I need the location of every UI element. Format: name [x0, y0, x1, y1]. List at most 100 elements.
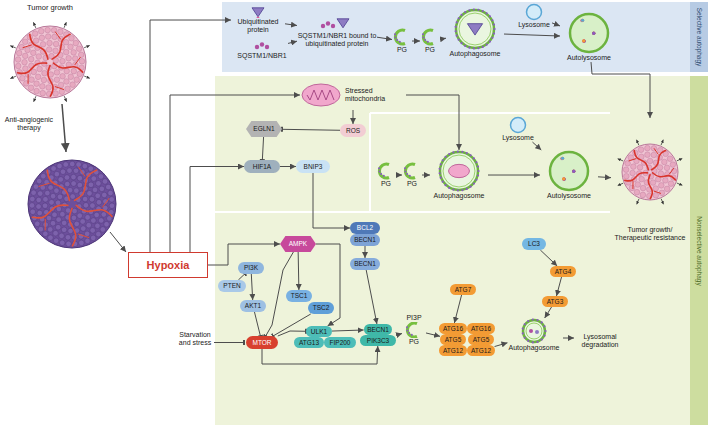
label-holder: Lysosomal degradation: [576, 333, 624, 349]
node-text: Tumor growth/ Therapeutic resistance: [611, 226, 689, 242]
node-text: AKT1: [245, 302, 261, 309]
pg-icon: [376, 162, 396, 180]
autolysosome: Autolysosome: [540, 150, 598, 200]
arrow-connector: [366, 270, 377, 324]
arrow-connector: [532, 142, 541, 150]
node-text: ATG12: [471, 347, 491, 354]
node-text: ROS: [346, 127, 360, 134]
node-text: Autolysosome: [547, 192, 591, 200]
node-text: ATG5: [445, 336, 462, 343]
auto-icon: [430, 150, 488, 192]
tri-icon: [232, 6, 284, 18]
autophagosome: Autophagosome: [430, 150, 488, 200]
node-text: SQSTM1/NBR1 bound to ubiquitinated prote…: [297, 32, 377, 48]
node-text: ATG7: [455, 286, 472, 293]
arrow-connector: [377, 37, 392, 39]
node-text: ATG13: [299, 339, 319, 346]
lysosome: Lysosome: [500, 116, 536, 142]
node-text: PG: [397, 46, 407, 54]
node-text: EGLN1: [253, 125, 274, 132]
node-text: HIF1A: [253, 163, 271, 170]
protein-hexagon: EGLN1: [246, 121, 282, 137]
pg-icon: [420, 28, 440, 46]
protein-oval: PI3K: [238, 262, 264, 274]
arrow-connector: [298, 252, 300, 290]
arrow-connector: [406, 95, 459, 150]
annotation-label: Anti-angiogenic therapy: [2, 116, 56, 132]
protein-oval: TSC2: [308, 302, 334, 314]
arrow-connector: [285, 24, 297, 26]
arrow-connector: [504, 34, 560, 36]
node-text: Lysosome: [502, 134, 534, 142]
node-text: Ubiquitinated protein: [231, 18, 285, 34]
node-text: SQSTM1/NBR1: [237, 52, 286, 60]
protein-oval: AKT1: [240, 300, 266, 312]
arrow-connector: [170, 95, 300, 252]
protein-oval: BNIP3: [296, 160, 330, 173]
arrow-connector: [540, 250, 557, 266]
protein-oval: ATG13: [294, 337, 324, 348]
annotation-label: Lysosomal degradation: [576, 333, 624, 349]
arrow-connector: [396, 175, 402, 176]
node-text: PG: [381, 180, 391, 188]
sqtri-icon: [298, 14, 376, 32]
node-text: ATG12: [443, 347, 463, 354]
mitochondria: Stressed mitochondria: [300, 80, 406, 110]
protein-oval: HIF1A: [244, 160, 280, 173]
protein-oval: BECN1: [350, 258, 380, 270]
mito-icon: [300, 80, 342, 110]
node-text: BECN1: [367, 326, 389, 333]
node-text: ATG3: [547, 298, 564, 305]
node-text: TSC2: [313, 304, 330, 311]
node-text: BECN1: [354, 236, 376, 243]
tumor-icon: [612, 118, 688, 226]
protein-oval: ATG7: [450, 284, 476, 295]
arrow-connector: [396, 334, 402, 336]
arrow-connector: [412, 41, 420, 42]
ros-oval: ROS: [340, 124, 366, 137]
autophagosome: Autophagosome: [446, 8, 504, 58]
protein-oval: ATG3: [542, 296, 568, 307]
phagophore: PG: [420, 28, 440, 54]
arrow-connector: [440, 38, 446, 39]
separator-lines: [215, 113, 610, 212]
tumor-outcome: Tumor growth/ Therapeutic resistance: [611, 118, 689, 242]
protein-oval: BCL2: [350, 222, 380, 234]
tumor-mass: [28, 160, 116, 248]
arrow-connector: [288, 41, 297, 43]
protein-oval: ULK1: [306, 326, 332, 337]
inhibition-connector: [278, 331, 306, 336]
protein-oval: LC3: [522, 238, 546, 250]
phagophore: PI3PPG: [402, 314, 426, 346]
hypoxia-box: Hypoxia: [128, 252, 208, 278]
nonselective-band: Nonselective autophagyStressed mitochond…: [215, 76, 708, 425]
inhibition-connector: [254, 312, 260, 336]
node-text: ATG5: [473, 336, 490, 343]
growth-arrows: [618, 140, 683, 205]
tumor-mass: [14, 26, 86, 98]
blood-vessels: [18, 32, 83, 96]
protein-oval: ATG16: [439, 323, 466, 334]
inhibition-connector: [262, 137, 263, 160]
tumor-caption: Tumor growth: [9, 4, 91, 13]
autolyso-icon: [540, 150, 598, 192]
arrow-connector: [591, 62, 650, 118]
node-text: ATG16: [471, 325, 491, 332]
arrow-connector: [495, 343, 508, 347]
label-holder: Starvation and stress: [176, 331, 214, 347]
node-text: TSC1: [291, 292, 308, 299]
auto-icon: [446, 8, 504, 50]
protein-oval: MTOR: [246, 336, 278, 349]
protein-oval: ATG4: [550, 266, 576, 277]
protein-oval: ATG12: [439, 345, 466, 356]
ubiquitinated-protein: Ubiquitinated protein: [231, 6, 285, 34]
pg-icon: [402, 322, 426, 338]
node-text: ULK1: [311, 328, 327, 335]
arrow-connector: [280, 166, 296, 167]
receptor-protein: SQSTM1/NBR1: [236, 40, 288, 60]
tumor-cells: [623, 145, 676, 198]
arrow-connector: [426, 333, 440, 336]
node-text: Stressed mitochondria: [345, 87, 406, 103]
lyso-icon: [516, 3, 552, 21]
